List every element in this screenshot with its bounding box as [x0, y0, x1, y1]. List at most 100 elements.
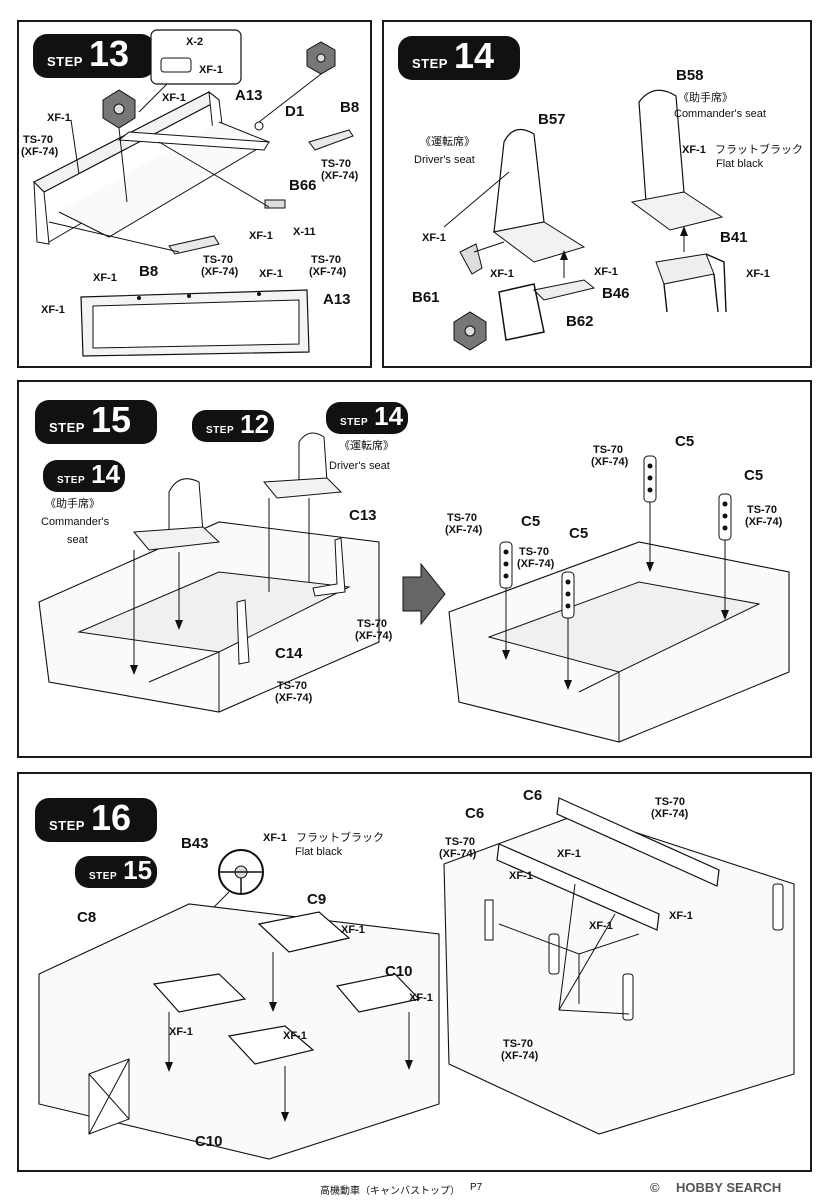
label-b8-top: B8 [340, 99, 360, 116]
label-c14: C14 [275, 645, 303, 662]
label-xf1-c8: XF-1 [169, 1026, 193, 1038]
label-xf1-r4: XF-1 [589, 920, 613, 932]
label-b46: B46 [602, 285, 630, 302]
step16-illustration [38, 797, 795, 1160]
label-xf74-l: (XF-74) [439, 848, 477, 860]
step-word: STEP [47, 54, 83, 69]
label-ts70-l: TS-70 [445, 836, 475, 848]
label-xf1-r1: XF-1 [557, 848, 581, 860]
step13-badge: STEP 13 [33, 34, 155, 78]
label-c9: C9 [307, 891, 327, 908]
label-ts70-c14: TS-70 [277, 680, 307, 692]
step-number: 13 [88, 33, 130, 74]
label-ts70-b: TS-70 [519, 546, 549, 558]
label-commander-jp: 《助手席》 [678, 92, 733, 104]
footer-title: 高機動車（キャンバストップ） [320, 1186, 460, 1197]
label-ts70-bot: TS-70 [503, 1038, 533, 1050]
step15-illustration [38, 432, 790, 743]
ref-step15-badge: STEP 15 [75, 856, 157, 888]
step-number: 15 [90, 399, 132, 440]
label-ts70-c: TS-70 [593, 444, 623, 456]
step-word: STEP [57, 475, 86, 486]
label-c5-d: C5 [744, 467, 764, 484]
step13-illustration [32, 29, 354, 357]
label-b41: B41 [720, 229, 748, 246]
ref-step-number: 14 [91, 459, 121, 489]
step-number: 16 [90, 797, 132, 838]
label-a13-bottom: A13 [323, 291, 351, 308]
label-c5-c: C5 [675, 433, 695, 450]
label-commander-en2: seat [67, 534, 88, 546]
label-c10-a: C10 [385, 963, 413, 980]
label-b66: B66 [289, 177, 317, 194]
label-flat-black-jp: フラットブラック [715, 144, 803, 156]
watermark-copyright: © [650, 1180, 660, 1195]
label-xf1-b: XF-1 [93, 272, 117, 284]
label-xf1-box: XF-1 [199, 64, 223, 76]
label-flat-black-en: Flat black [295, 846, 343, 858]
step-word: STEP [49, 420, 85, 435]
step-word: STEP [89, 871, 118, 882]
label-xf1-mid: XF-1 [283, 1030, 307, 1042]
label-c6-a: C6 [523, 787, 543, 804]
label-xf1-b66: XF-1 [249, 230, 273, 242]
label-ts70-left: TS-70 [23, 134, 53, 146]
label-xf74-c6: (XF-74) [651, 808, 689, 820]
label-c5-b: C5 [569, 525, 589, 542]
label-driver-en: Driver's seat [414, 154, 475, 166]
label-xf74-bot: (XF-74) [201, 266, 239, 278]
step-word: STEP [206, 425, 235, 436]
label-xf1-c: XF-1 [594, 266, 618, 278]
label-xf74-d: (XF-74) [745, 516, 783, 528]
step16-panel: STEP 16 STEP 15 [17, 772, 812, 1172]
label-c10-b: C10 [195, 1133, 223, 1150]
label-xf1-left: XF-1 [47, 112, 71, 124]
label-commander-jp: 《助手席》 [45, 498, 100, 510]
step-number: 14 [453, 35, 495, 76]
label-xf74-a: (XF-74) [445, 524, 483, 536]
label-xf1-flat: XF-1 [682, 144, 706, 156]
step-word: STEP [340, 417, 369, 428]
step14-badge: STEP 14 [398, 36, 520, 80]
label-xf74-r: (XF-74) [309, 266, 347, 278]
label-b62: B62 [566, 313, 594, 330]
ref-step-number: 12 [240, 409, 270, 439]
ref-step-number: 14 [374, 401, 404, 431]
label-ts70-a: TS-70 [447, 512, 477, 524]
ref-step14a-badge: STEP 14 [43, 460, 125, 492]
label-xf1-d: XF-1 [746, 268, 770, 280]
label-xf1-a: XF-1 [162, 92, 186, 104]
ref-step-number: 15 [123, 855, 153, 885]
label-x2: X-2 [186, 36, 204, 48]
label-xf74-b8: (XF-74) [321, 170, 359, 182]
step14-panel: STEP 14 B58 《助手席》 Commander's seat XF-1 … [382, 20, 812, 368]
label-ts70-bot: TS-70 [203, 254, 233, 266]
label-c5-a: C5 [521, 513, 541, 530]
label-xf1-r2: XF-1 [509, 870, 533, 882]
ref-step14b-badge: STEP 14 [326, 402, 408, 434]
label-x11: X-11 [293, 226, 316, 238]
label-b58: B58 [676, 67, 704, 84]
label-b8-bottom: B8 [139, 263, 159, 280]
label-ts70-b8: TS-70 [321, 158, 351, 170]
ref-step12-badge: STEP 12 [192, 410, 274, 442]
label-xf74-left: (XF-74) [21, 146, 59, 158]
label-xf1-c: XF-1 [259, 268, 283, 280]
label-xf1-flat: XF-1 [263, 832, 287, 844]
label-xf1-c10a: XF-1 [409, 992, 433, 1004]
step-word: STEP [412, 56, 448, 71]
label-driver-jp: 《運転席》 [339, 440, 394, 452]
label-driver-en: Driver's seat [329, 460, 390, 472]
step15-panel: STEP 15 STEP 12 STEP 14 STEP 14 [17, 380, 812, 758]
label-b61: B61 [412, 289, 440, 306]
label-xf74-bot: (XF-74) [501, 1050, 539, 1062]
footer-page: P7 [470, 1182, 483, 1193]
label-xf74-b: (XF-74) [517, 558, 555, 570]
label-xf74-c: (XF-74) [591, 456, 629, 468]
label-c6-b: C6 [465, 805, 485, 822]
label-c8: C8 [77, 909, 97, 926]
label-xf1-a: XF-1 [422, 232, 446, 244]
label-xf1-d: XF-1 [41, 304, 65, 316]
watermark-logo: HOBBY SEARCH [676, 1180, 782, 1195]
label-xf1-b: XF-1 [490, 268, 514, 280]
